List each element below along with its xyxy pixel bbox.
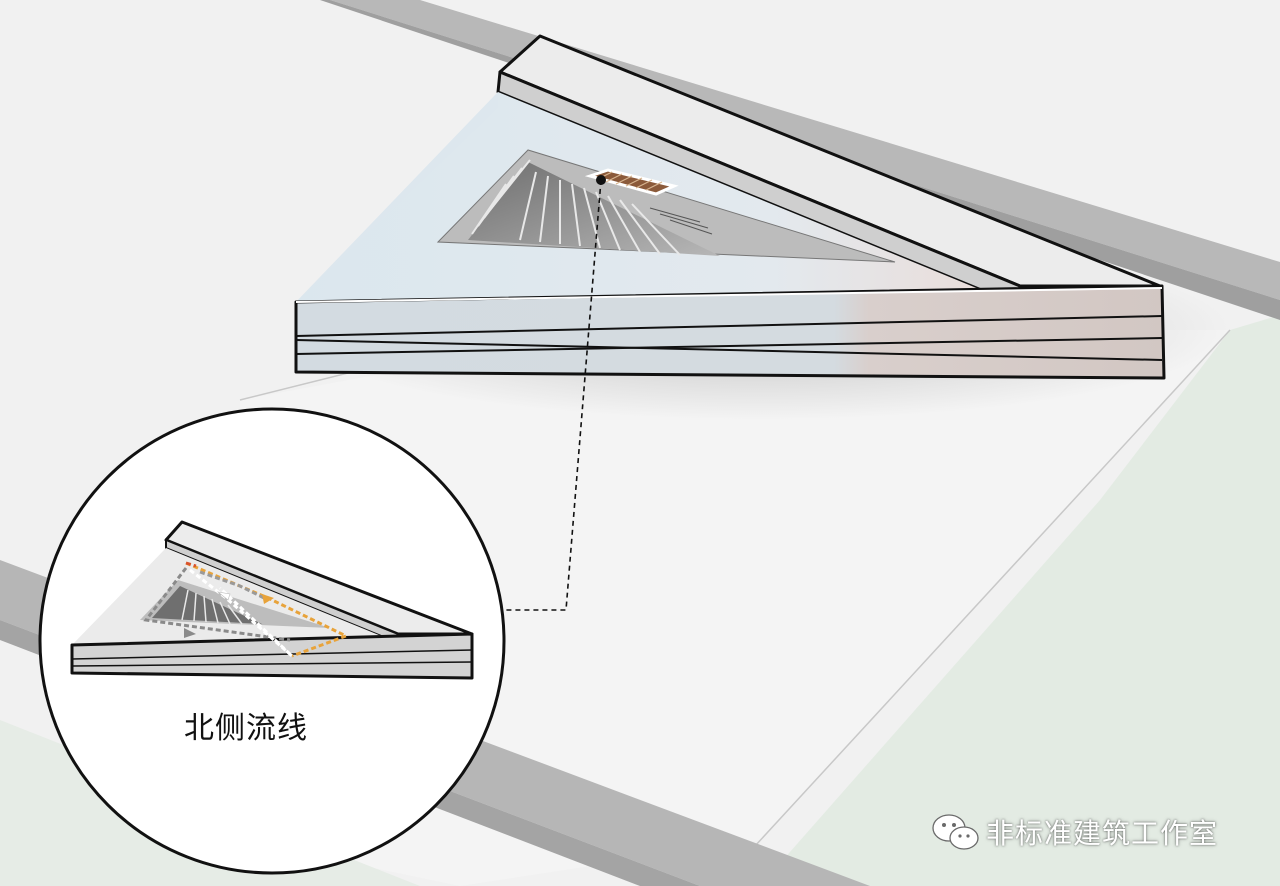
- atrium-treads: [649, 207, 713, 235]
- deck: [296, 92, 1162, 305]
- floor-lines: [295, 315, 1163, 361]
- route-white: [189, 568, 294, 658]
- circulation-routes: [143, 561, 350, 658]
- arrow-grey: [184, 628, 196, 638]
- route-arrows: [184, 591, 274, 638]
- plot-edge: [754, 329, 1231, 847]
- wechat-icon: [932, 814, 979, 850]
- route-grey-upper: [199, 570, 269, 602]
- main-building: [294, 34, 1166, 380]
- arrow-white: [216, 591, 231, 601]
- route-grey: [143, 567, 291, 642]
- atrium-pit: [468, 162, 720, 256]
- facade-edge-highlight: [295, 287, 1163, 303]
- route-red: [185, 561, 197, 568]
- arrow-orange: [262, 594, 274, 604]
- inset-stairs: [181, 589, 243, 625]
- lawn: [760, 315, 1280, 886]
- highlighted-opening: [584, 168, 679, 196]
- inset-detail: [38, 407, 506, 875]
- deck-west: [296, 92, 498, 302]
- inset-facade: [70, 632, 474, 680]
- watermark: 非标准建筑工作室: [986, 812, 1218, 852]
- inset-floor-lines: [71, 649, 473, 667]
- watermark-text: 非标准建筑工作室: [986, 817, 1219, 850]
- inset-caption: 北侧流线: [184, 711, 308, 746]
- opening-slats: [595, 171, 663, 191]
